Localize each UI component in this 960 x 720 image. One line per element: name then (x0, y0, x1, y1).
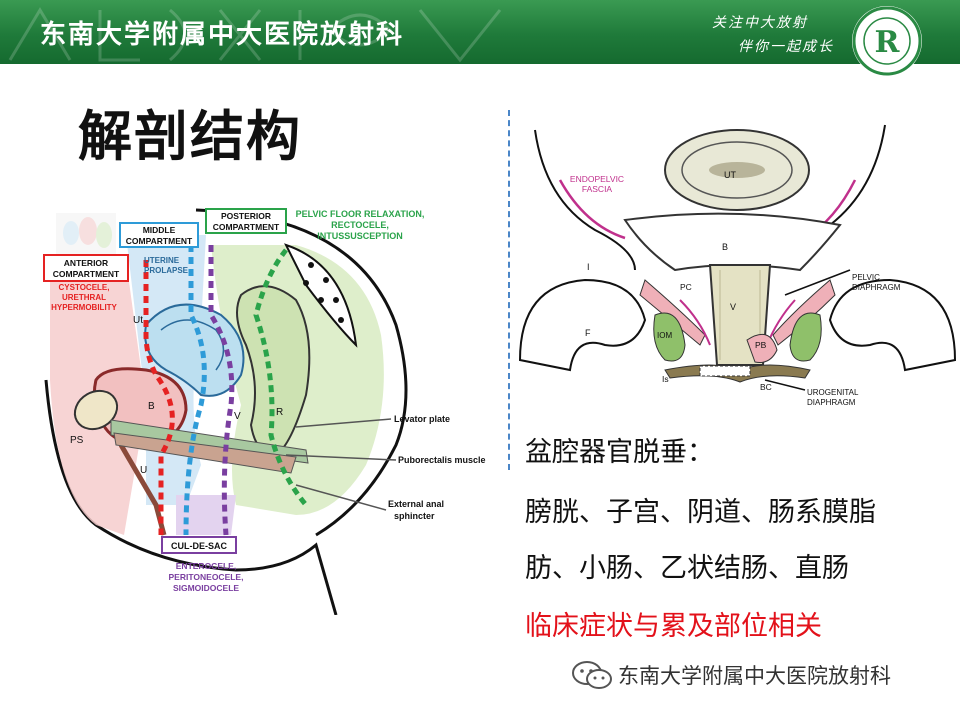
posterior-dashed-line (253, 248, 308, 507)
wechat-icon (572, 661, 612, 689)
endopelvic-fascia-line-left (558, 179, 626, 240)
hospital-logo-icon: R (852, 6, 922, 76)
pelvic-diaphragm-label-1: PELVIC (852, 273, 880, 282)
perineal-body (746, 333, 778, 363)
culdesac-box (161, 536, 237, 554)
label-f-coronal: F (585, 328, 591, 338)
left-fascia-inner (679, 299, 711, 346)
label-r: R (276, 407, 283, 418)
coronal-pelvic-floor-diagram: ENDOPELVIC FASCIA UT B I PC V IOM PB F I… (518, 124, 957, 407)
body-outline-back (195, 208, 408, 537)
posterior-compartment-box (205, 208, 287, 234)
pelvic-diaphragm-leader (784, 269, 851, 296)
levator-leader (295, 418, 392, 428)
header-banner: 东南大学附属中大医院放射科 关注中大放射 伴你一起成长 (0, 0, 960, 64)
urethra (118, 443, 167, 536)
footer-source-label: 东南大学附属中大医院放射科 (618, 664, 891, 688)
middle-dashed-line (183, 245, 207, 536)
anterior-box-line2: COMPARTMENT (53, 269, 120, 279)
label-ps: PS (70, 435, 84, 446)
posterior-box-line2: COMPARTMENT (213, 222, 280, 232)
anterior-desc-1: CYSTOCELE, (59, 283, 110, 292)
posterior-desc-2: RECTOCELE, (331, 220, 389, 230)
urogenital-label-2: DIAPHRAGM (807, 398, 856, 407)
slogan-line-2: 伴你一起成长 (738, 39, 834, 55)
body-text-line-2: 膀胱、子宫、阴道、肠系膜脂 (525, 497, 876, 528)
sacrum-dots (303, 262, 344, 323)
label-is-coronal: Is (662, 374, 669, 384)
bladder-coronal (623, 212, 842, 272)
label-bc-coronal: BC (760, 382, 772, 392)
puborectalis-leader (285, 454, 397, 461)
label-v-coronal: V (730, 302, 736, 312)
culdesac-region (176, 495, 236, 535)
middle-box-line1: MIDDLE (143, 225, 176, 235)
uterus-inner-line (160, 319, 225, 371)
inset-thumbnail (56, 213, 116, 255)
right-pelvic-diaphragm (772, 279, 836, 346)
uterus-core (709, 162, 765, 178)
anterior-box-line1: ANTERIOR (64, 258, 108, 268)
anterior-compartment-box (43, 254, 129, 282)
urogenital-leader (764, 379, 806, 391)
endopelvic-label-1: ENDOPELVIC (570, 174, 624, 184)
puborectalis-band (113, 432, 297, 474)
culdesac-desc-3: SIGMOIDOCELE (173, 583, 239, 593)
label-b: B (148, 401, 155, 412)
label-ut-coronal: UT (724, 170, 736, 180)
dashed-divider (508, 110, 510, 470)
label-b-coronal: B (722, 242, 728, 252)
uterus-ring (681, 141, 793, 199)
pelvic-diaphragm-label-2: DIAPHRAGM (852, 283, 901, 292)
right-iom-muscle (789, 312, 822, 362)
external-leader (295, 484, 387, 511)
anterior-desc-2: URETHRAL (62, 293, 106, 302)
anterior-desc-3: HYPERMOBILITY (51, 303, 117, 312)
pubic-symphysis (73, 389, 119, 431)
middle-compartment-box (119, 222, 199, 248)
left-outer-outline (534, 129, 636, 271)
body-text-line-3: 肪、小肠、乙状结肠、直肠 (525, 553, 849, 584)
label-u: U (140, 465, 147, 476)
culdesac-dashed-line (208, 245, 235, 536)
slogan-line-1: 关注中大放射 (712, 15, 808, 31)
posterior-desc-1: PELVIC FLOOR RELAXATION, (296, 209, 425, 219)
left-pelvic-diaphragm (639, 279, 706, 346)
posterior-box-line1: POSTERIOR (221, 211, 271, 221)
middle-desc-1: UTERINE (144, 256, 180, 265)
sagittal-pelvis-diagram: ANTERIOR COMPARTMENT CYSTOCELE, URETHRAL… (43, 208, 486, 615)
left-iom-muscle (653, 312, 686, 362)
endopelvic-label-2: FASCIA (582, 184, 613, 194)
label-pb-coronal: PB (755, 340, 767, 350)
right-femur-outline (828, 278, 957, 372)
header-watermark-pattern (8, 7, 502, 63)
header-title: 东南大学附属中大医院放射科 (40, 20, 405, 50)
label-iom-coronal: IOM (657, 331, 672, 340)
culdesac-desc-1: ENTEROCELE, (176, 561, 236, 571)
posterior-desc-3: INTUSSUSCEPTION (317, 231, 403, 241)
label-v: V (234, 411, 241, 422)
body-text-line-4-highlight: 临床症状与累及部位相关 (525, 611, 822, 642)
urogenital-label-1: UROGENITAL (807, 388, 859, 397)
anterior-dashed-line (143, 260, 175, 535)
left-femur-outline (518, 278, 647, 372)
culdesac-label: CUL-DE-SAC (171, 541, 227, 551)
body-outline-front (44, 379, 338, 615)
middle-box-line2: COMPARTMENT (126, 236, 193, 246)
levator-plate-label: Levator plate (394, 414, 450, 424)
slide-title: 解剖结构 (78, 105, 302, 168)
middle-desc-2: PROLAPSE (144, 266, 189, 275)
external-anal-label-2: sphincter (394, 511, 435, 521)
puborectalis-label: Puborectalis muscle (398, 455, 486, 465)
label-i-coronal: I (587, 262, 590, 272)
urogenital-gap (699, 365, 751, 377)
label-pc-coronal: PC (680, 282, 692, 292)
body-text-line-1: 盆腔器官脱垂： (525, 437, 714, 468)
culdesac-desc-2: PERITONEOCELE, (169, 572, 244, 582)
label-ut: Ut (133, 315, 143, 326)
logo-letter: R (875, 25, 901, 60)
external-anal-label-1: External anal (388, 499, 444, 509)
